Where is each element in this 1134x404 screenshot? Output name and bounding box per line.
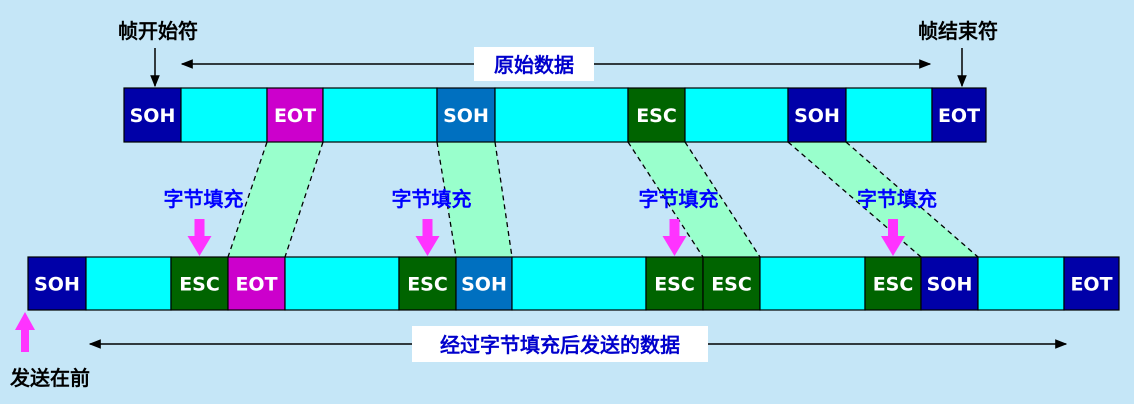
original-cell-label: SOH xyxy=(443,105,489,127)
stuffed-cell: SOH xyxy=(27,256,87,311)
stuffed-cell xyxy=(511,256,647,311)
stuffed-cell-label: ESC xyxy=(179,274,220,296)
send-first-arrow xyxy=(15,312,35,352)
original-cell: SOH xyxy=(436,87,496,143)
frame-end-label: 帧结束符 xyxy=(918,19,998,43)
stuffed-data-label: 经过字节填充后发送的数据 xyxy=(440,333,680,357)
send-first-label: 发送在前 xyxy=(9,366,90,390)
original-cell: ESC xyxy=(627,87,686,143)
original-cell-label: EOT xyxy=(938,105,980,127)
mapping-band xyxy=(627,141,761,258)
original-cell xyxy=(684,87,789,143)
stuffed-cell-label: ESC xyxy=(711,274,752,296)
stuffed-cell xyxy=(759,256,866,311)
byte-stuffing-label: 字节填充 xyxy=(164,187,244,211)
byte-stuffing-label: 字节填充 xyxy=(857,187,937,211)
original-cell: SOH xyxy=(123,87,182,143)
original-cell xyxy=(322,87,438,143)
stuffing-annotations: 字节填充 字节填充 字节填充 字节填充 xyxy=(164,187,937,256)
byte-stuffing-arrow xyxy=(662,219,687,256)
stuffed-cell xyxy=(977,256,1065,311)
byte-stuffing-arrow xyxy=(187,219,212,256)
original-cell: EOT xyxy=(266,87,324,143)
byte-stuffing-arrow xyxy=(881,219,905,256)
mapping-bands xyxy=(227,141,979,258)
original-cell xyxy=(845,87,933,143)
original-data-label: 原始数据 xyxy=(494,53,574,77)
mapping-band xyxy=(227,141,324,258)
byte-stuffing-label: 字节填充 xyxy=(639,187,719,211)
original-cell-label: SOH xyxy=(794,105,840,127)
original-cell-label: ESC xyxy=(636,105,677,127)
stuffed-cell xyxy=(284,256,400,311)
byte-stuffing-marker: 字节填充 xyxy=(164,187,244,256)
byte-stuffing-marker: 字节填充 xyxy=(639,187,719,256)
stuffed-cell xyxy=(85,256,172,311)
byte-stuffing-marker: 字节填充 xyxy=(857,187,937,256)
stuffed-cell: EOT xyxy=(1063,256,1120,311)
original-cell xyxy=(180,87,268,143)
original-cell: EOT xyxy=(931,87,987,143)
stuffed-cell: ESC xyxy=(645,256,704,311)
original-data-label-box xyxy=(474,47,594,81)
stuffed-cell: EOT xyxy=(227,256,286,311)
stuffed-cell: ESC xyxy=(702,256,761,311)
stuffed-cell: ESC xyxy=(864,256,922,311)
stuffed-data-label-box xyxy=(412,326,708,362)
stuffed-cell: SOH xyxy=(920,256,979,311)
mapping-band xyxy=(436,141,513,258)
stuffed-cell-label: EOT xyxy=(1070,274,1112,296)
stuffed-cell: SOH xyxy=(455,256,513,311)
stuffed-cell: ESC xyxy=(398,256,457,311)
original-frame: SOH EOT SOH ESC SOH EOT xyxy=(123,87,987,143)
byte-stuffing-label: 字节填充 xyxy=(392,187,472,211)
stuffed-cell-label: SOH xyxy=(34,274,80,296)
byte-stuffing-arrow xyxy=(415,219,440,256)
stuffed-cell-label: ESC xyxy=(873,274,914,296)
stuffed-cell-label: SOH xyxy=(927,274,973,296)
frame-start-label: 帧开始符 xyxy=(118,19,198,43)
stuffed-cell-label: SOH xyxy=(461,274,507,296)
stuffed-cell: ESC xyxy=(170,256,229,311)
original-cell-label: SOH xyxy=(130,105,176,127)
stuffed-cell-label: ESC xyxy=(654,274,695,296)
original-cell-label: EOT xyxy=(274,105,316,127)
byte-stuffing-marker: 字节填充 xyxy=(392,187,472,256)
stuffed-cell-label: ESC xyxy=(407,274,448,296)
original-cell xyxy=(494,87,629,143)
stuffed-cell-label: EOT xyxy=(235,274,277,296)
original-cell: SOH xyxy=(787,87,847,143)
stuffed-frame: SOH ESC EOT ESC SOH ESC ESC ESC SOH EOT xyxy=(27,256,1120,311)
